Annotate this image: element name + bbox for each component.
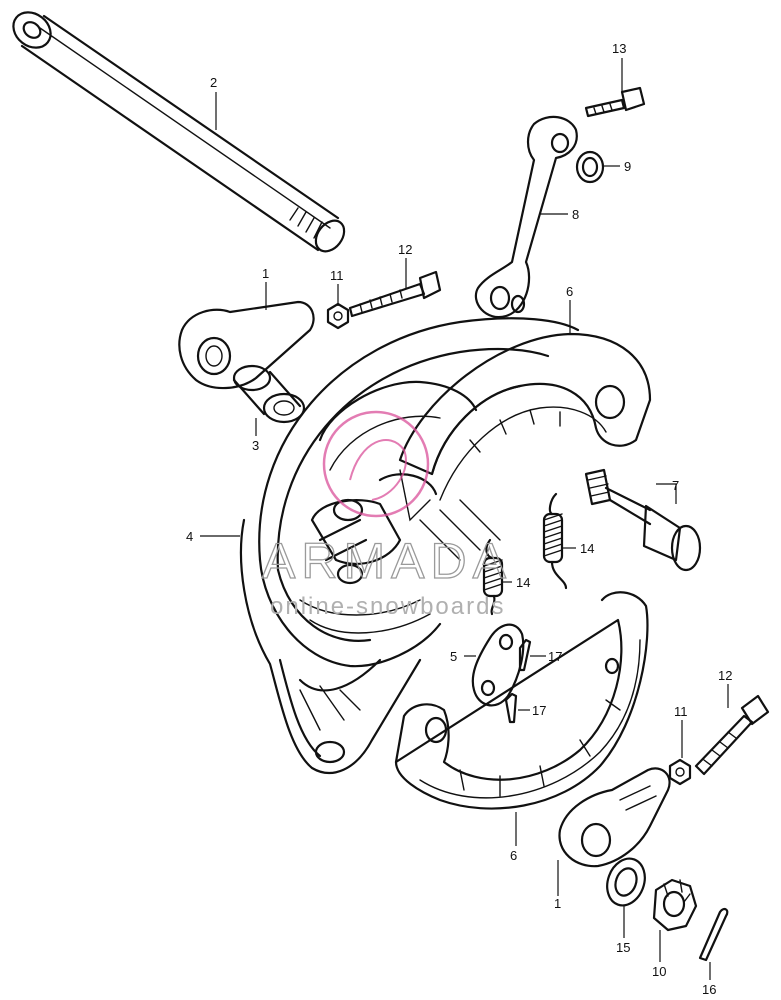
cam-lever-1-lower-part	[558, 767, 671, 868]
callout-6-lower: 6	[510, 848, 517, 863]
bushing-3-part	[232, 364, 306, 424]
washer-15-part	[606, 857, 646, 907]
watermark-brand: ARMADA	[262, 533, 512, 589]
callout-15: 15	[616, 940, 630, 955]
spring-14-center-part	[482, 538, 504, 616]
washer-9-part	[575, 150, 605, 184]
callout-3: 3	[252, 438, 259, 453]
callout-2: 2	[210, 75, 217, 90]
castle-nut-10-part	[652, 878, 698, 932]
callout-17-lower: 17	[532, 703, 546, 718]
callout-13: 13	[612, 41, 626, 56]
callout-4: 4	[186, 529, 193, 544]
nut-11-upper-part	[326, 302, 350, 330]
bolt-13-part	[584, 86, 646, 118]
cotter-pin-16-part	[698, 907, 729, 962]
callout-17-upper: 17	[548, 649, 562, 664]
brake-panel-4-part	[239, 317, 580, 775]
pin-17-upper-part	[518, 638, 532, 672]
callout-14-right: 14	[580, 541, 594, 556]
callout-8: 8	[572, 207, 579, 222]
callout-16: 16	[702, 982, 716, 997]
callout-1-lower: 1	[554, 896, 561, 911]
callout-6-upper: 6	[566, 284, 573, 299]
callout-7: 7	[672, 478, 679, 493]
brake-shoe-6-lower-part	[394, 591, 649, 810]
spring-14-right-part	[542, 492, 568, 590]
callout-1-upper: 1	[262, 266, 269, 281]
callout-10: 10	[652, 964, 666, 979]
callout-9: 9	[624, 159, 631, 174]
cam-lever-1-upper-part	[178, 300, 315, 390]
watermark-emblem-icon	[322, 410, 430, 518]
cam-shaft-7-part	[584, 468, 702, 572]
axle-part	[12, 11, 346, 253]
nut-11-lower-part	[668, 758, 692, 786]
bolt-12-lower-part	[694, 694, 770, 776]
watermark-tagline: online-snowboards	[270, 593, 505, 620]
leader-lines	[200, 58, 729, 980]
callout-12-lower: 12	[718, 668, 732, 683]
callout-11-upper: 11	[330, 268, 344, 283]
plate-5-part	[471, 623, 525, 707]
callout-12-upper: 12	[398, 242, 412, 257]
watermark-emblem-detail-icon	[349, 439, 407, 501]
brake-shoe-6-upper-part	[398, 332, 652, 522]
callout-labels: 2 13 9 8 12 11 1 6 3 7 4 14 14 5 17 17 1…	[186, 41, 732, 997]
watermark: ARMADA online-snowboards	[261, 410, 512, 620]
pin-17-lower-part	[504, 692, 518, 724]
callout-11-lower: 11	[674, 704, 688, 719]
callout-14-center: 14	[516, 575, 530, 590]
bolt-12-upper-part	[348, 270, 442, 318]
brake-arm-8-part	[474, 115, 578, 319]
callout-5: 5	[450, 649, 457, 664]
